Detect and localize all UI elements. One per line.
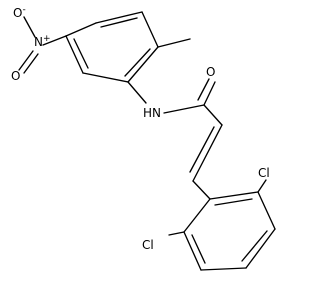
bond-alkene-to-aryl [192,180,211,200]
top-chlorine-label: Cl [258,166,270,180]
bond-ring2-inner-top [214,198,253,206]
bond-ring2-right-lower [245,228,276,269]
bond-carbonyl-upper [203,81,216,106]
bond-aryl-amide-nitrogen [127,81,147,104]
bond-ring1-bottom [82,72,129,83]
bond-top-chlorine [257,179,267,193]
bond-nitro-carbon-nitrogen [42,35,67,46]
bond-ring2-left-upper [183,198,211,233]
bond-ring2-top-right [209,191,259,200]
bond-carbonyl-to-alkene [203,104,223,126]
nitro-nitrogen-label: N+ [34,34,51,49]
bond-ring2-inner-left [191,234,206,264]
bond-ring2-right-upper [257,191,276,230]
bond-ring1-inner-right [124,48,151,77]
bond-ring1-left-lower [65,35,84,74]
bond-ring2-bottom [200,267,247,271]
bond-nitro-n-o-bottom-double [23,53,39,74]
chemical-structure-diagram: N+ O- O HN O Cl Cl [0,0,283,286]
bond-ring1-right-upper [141,11,159,48]
bond-amide-nitrogen-carbonyl [163,104,205,114]
bond-ring1-inner-left [73,38,89,69]
bond-alkene-main [192,124,223,182]
bond-ring1-inner-top [100,17,138,28]
carbonyl-oxygen-label: O [206,65,215,79]
bond-ring1-left-upper [65,22,97,37]
bond-bottom-chlorine [168,231,185,236]
nitro-bottom-oxygen-label: O [11,69,20,83]
bond-nitro-n-o-top [23,16,36,38]
nitrotoluene-ring [65,11,159,83]
bond-nitro-n-o-bottom [18,50,34,71]
bond-alkene-double [189,126,215,173]
bond-ring1-top-right [95,11,143,24]
bond-ring1-right-lower [127,46,159,83]
amide-nitrogen-label: HN [143,106,161,120]
dichlorophenyl-ring [183,191,276,271]
nitro-top-oxygen-label: O- [13,5,26,20]
bottom-chlorine-label: Cl [142,238,154,252]
bond-ring2-inner-right [241,230,268,262]
bond-carbonyl-double [197,78,210,101]
diagram-background [0,0,283,286]
bond-methyl [157,38,191,48]
bond-ring2-left-lower [183,231,202,271]
